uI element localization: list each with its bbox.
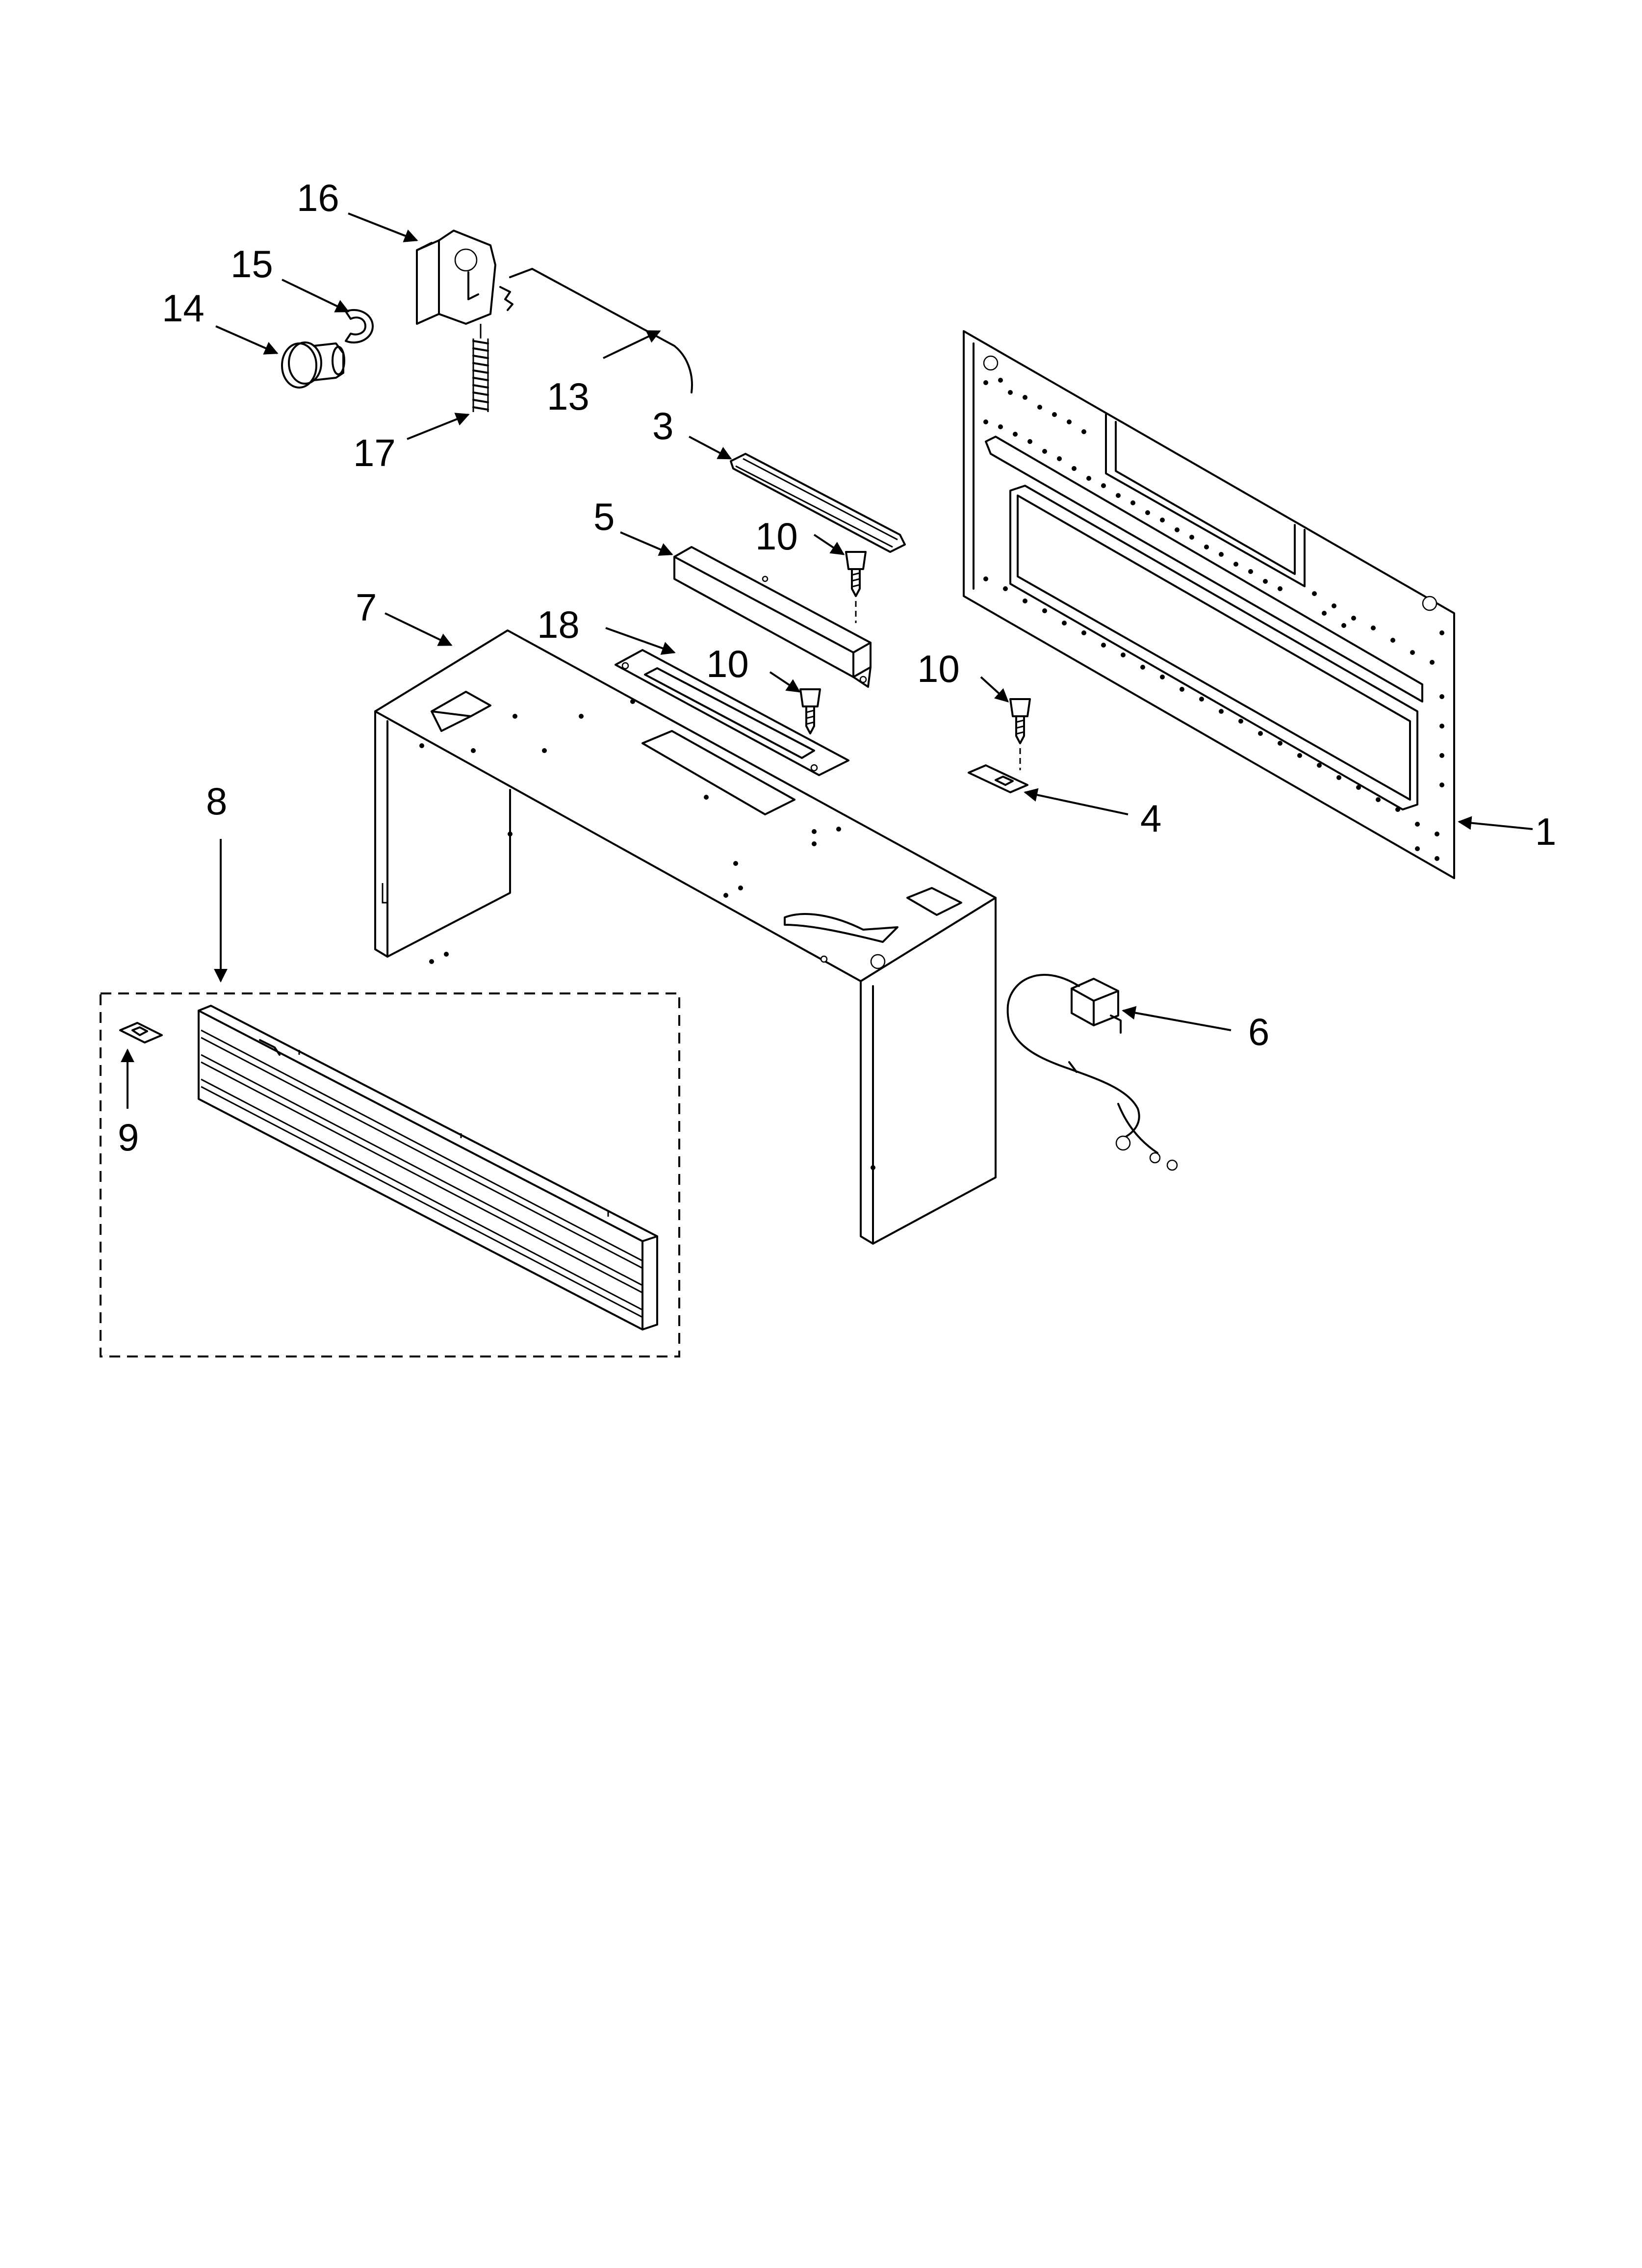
screw-part-10-right (1009, 698, 1031, 770)
channel-bracket-part-5 (673, 546, 872, 688)
callout-16: 16 (297, 176, 339, 219)
retaining-clip-part-15 (345, 309, 374, 344)
screw-part-10-upper (845, 551, 867, 623)
wire-rod-part-13 (499, 268, 693, 393)
callout-17: 17 (353, 431, 396, 474)
clip-part-9 (119, 1022, 163, 1043)
callout-6: 6 (1248, 1010, 1269, 1053)
callout-15: 15 (231, 242, 273, 286)
callout-10-upper: 10 (755, 515, 798, 558)
callout-8: 8 (206, 780, 227, 823)
callout-5: 5 (593, 495, 615, 538)
hinge-bracket-part-16 (416, 230, 496, 325)
callout-10-middle: 10 (706, 642, 749, 685)
leader-arrows (121, 212, 1533, 1109)
clip-part-4 (968, 764, 1028, 793)
knob-part-14 (281, 341, 345, 389)
callout-4: 4 (1140, 797, 1161, 840)
top-strip-part-3 (730, 453, 906, 553)
callout-14: 14 (162, 287, 205, 330)
callout-13: 13 (547, 375, 590, 418)
callout-9: 9 (118, 1116, 139, 1159)
callout-3: 3 (652, 404, 673, 447)
callout-10-right: 10 (917, 647, 960, 690)
grille-part-8 (198, 1005, 658, 1330)
main-housing-part-7 (374, 629, 997, 1245)
mounting-plate-part-1 (963, 330, 1455, 879)
kit-boundary-part-8 (100, 992, 680, 1357)
callout-1: 1 (1535, 810, 1556, 853)
callout-18: 18 (537, 603, 580, 646)
spring-part-17 (472, 324, 489, 412)
callout-7: 7 (356, 586, 377, 629)
top-plate-part-18 (615, 649, 849, 776)
screw-part-10-middle (799, 688, 821, 734)
wiring-harness-part-6 (1006, 974, 1178, 1171)
